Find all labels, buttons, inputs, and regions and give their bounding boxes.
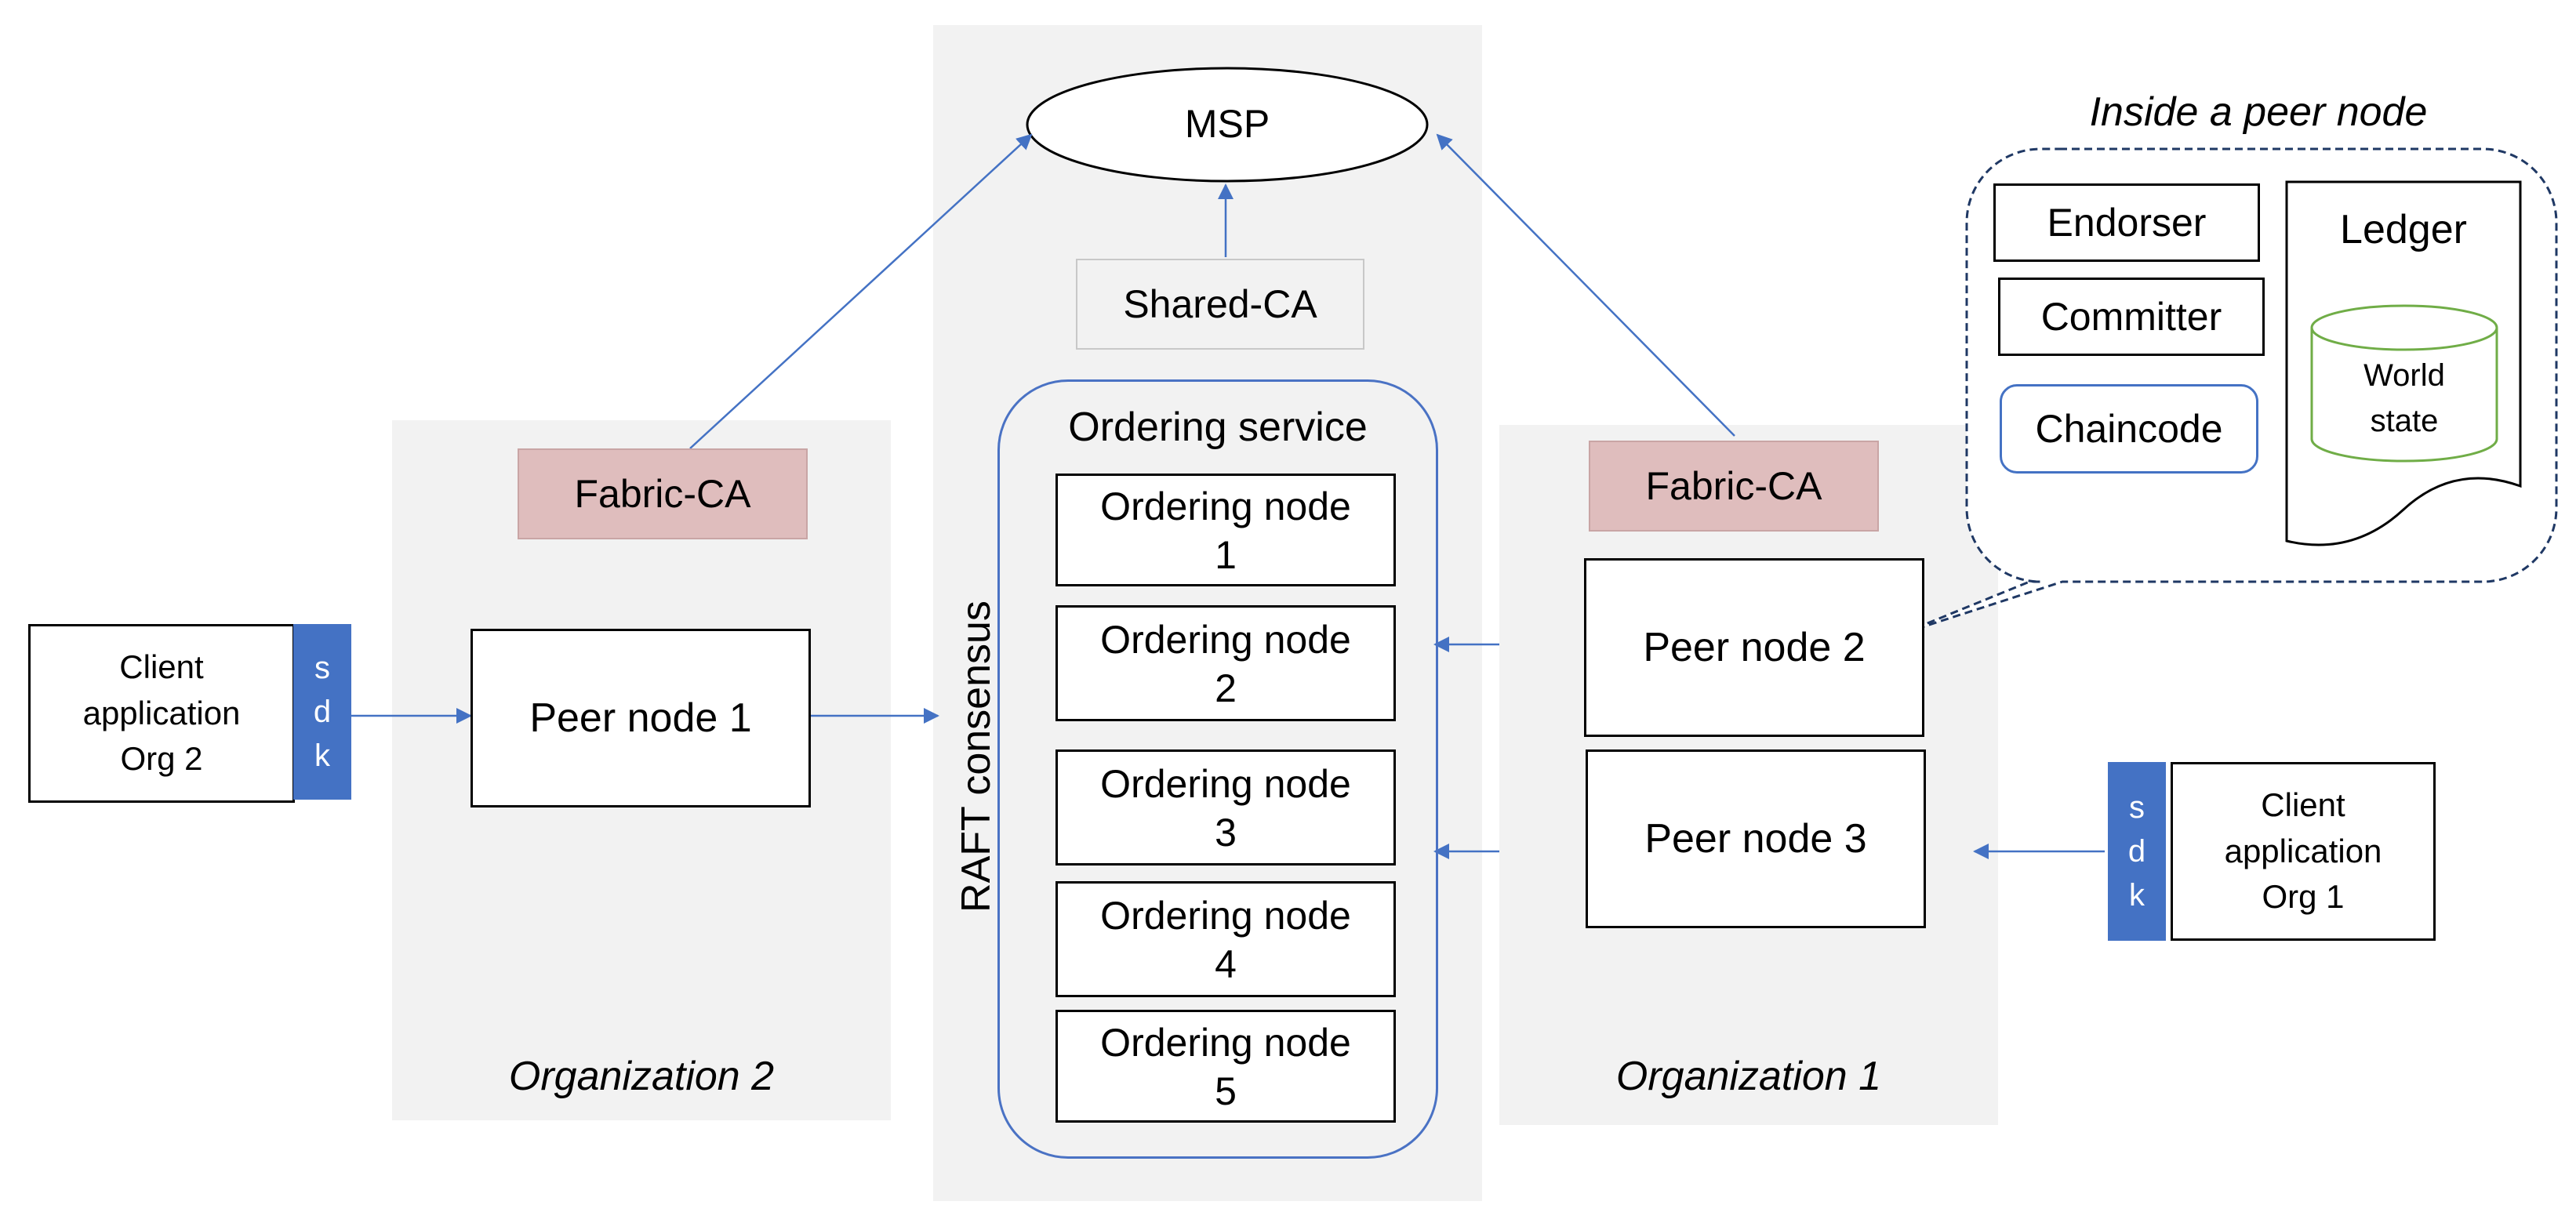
ledger-label: Ledger (2340, 207, 2467, 252)
client-org1-line1: Client (2261, 786, 2345, 823)
org2-label: Organization 2 (508, 1054, 775, 1099)
org1-label: Organization 1 (1615, 1054, 1882, 1099)
sdk-org1: s d k (2108, 762, 2166, 941)
client-org2-line2: application (82, 694, 241, 731)
peer-node-1-label: Peer node 1 (529, 695, 752, 741)
arrow-org1-ca-to-msp (1436, 133, 1735, 437)
world-state-line2: state (2370, 404, 2439, 438)
ordering-node-5-title: Ordering node (1100, 1020, 1351, 1065)
ordering-node-4-num: 4 (1215, 942, 1237, 986)
msp-label: MSP (1184, 102, 1270, 146)
arrow-org2-ca-to-msp (689, 133, 1033, 449)
ordering-node-1-title: Ordering node (1100, 484, 1351, 528)
ordering-node-5-num: 5 (1215, 1069, 1237, 1113)
endorser-box: Endorser (1993, 183, 2260, 262)
raft-consensus-label: RAFT consensus (954, 601, 999, 913)
ordering-node-2-num: 2 (1215, 666, 1237, 710)
committer-box: Committer (1998, 278, 2265, 356)
committer-label: Committer (2040, 295, 2222, 339)
peer-node-1: Peer node 1 (471, 629, 811, 807)
ordering-node-1: Ordering node 1 (1055, 474, 1396, 586)
client-app-org1: Client application Org 1 (2171, 762, 2436, 941)
sdk-org2-k: k (314, 739, 330, 773)
world-state-cylinder (2310, 304, 2498, 463)
ordering-node-3: Ordering node 3 (1055, 749, 1396, 866)
sdk-org2: s d k (293, 624, 351, 800)
chaincode-label: Chaincode (2035, 407, 2223, 451)
sdk-org1-k: k (2129, 878, 2145, 913)
client-org1-line3: Org 1 (2262, 878, 2345, 916)
org2-fabric-ca-label: Fabric-CA (574, 472, 751, 516)
ordering-node-4-title: Ordering node (1100, 893, 1351, 938)
client-org2-line1: Client (119, 648, 204, 685)
peer-node-3-label: Peer node 3 (1644, 815, 1867, 862)
shared-ca-box: Shared-CA (1076, 259, 1364, 350)
ordering-node-3-num: 3 (1215, 811, 1237, 855)
msp-ellipse (1026, 67, 1429, 183)
endorser-label: Endorser (2047, 201, 2207, 245)
client-app-org2: Client application Org 2 (28, 624, 295, 803)
org1-fabric-ca-label: Fabric-CA (1645, 464, 1822, 508)
org1-fabric-ca: Fabric-CA (1589, 441, 1879, 532)
world-state-line1: World (2363, 358, 2445, 393)
shared-ca-label: Shared-CA (1123, 282, 1317, 326)
sdk-org2-d: d (313, 695, 332, 729)
client-org2-line3: Org 2 (120, 740, 203, 778)
sdk-org1-d: d (2127, 834, 2146, 869)
chaincode-box: Chaincode (2000, 384, 2258, 474)
ordering-service-title: Ordering service (1068, 405, 1368, 450)
sdk-org1-s: s (2129, 790, 2145, 825)
world-state-label: World state (2312, 353, 2497, 444)
org2-fabric-ca: Fabric-CA (518, 448, 808, 539)
ordering-service (997, 379, 1438, 1159)
ordering-node-3-title: Ordering node (1100, 761, 1351, 806)
ordering-node-2-title: Ordering node (1100, 617, 1351, 662)
sdk-org2-s: s (314, 651, 330, 685)
peer-node-2-label: Peer node 2 (1643, 624, 1866, 670)
ordering-node-1-num: 1 (1215, 533, 1237, 577)
peer-node-3: Peer node 3 (1586, 749, 1926, 928)
peer-node-2: Peer node 2 (1584, 558, 1924, 737)
client-org1-line2: application (2224, 832, 2382, 869)
peer-detail-title: Inside a peer node (2089, 89, 2428, 135)
